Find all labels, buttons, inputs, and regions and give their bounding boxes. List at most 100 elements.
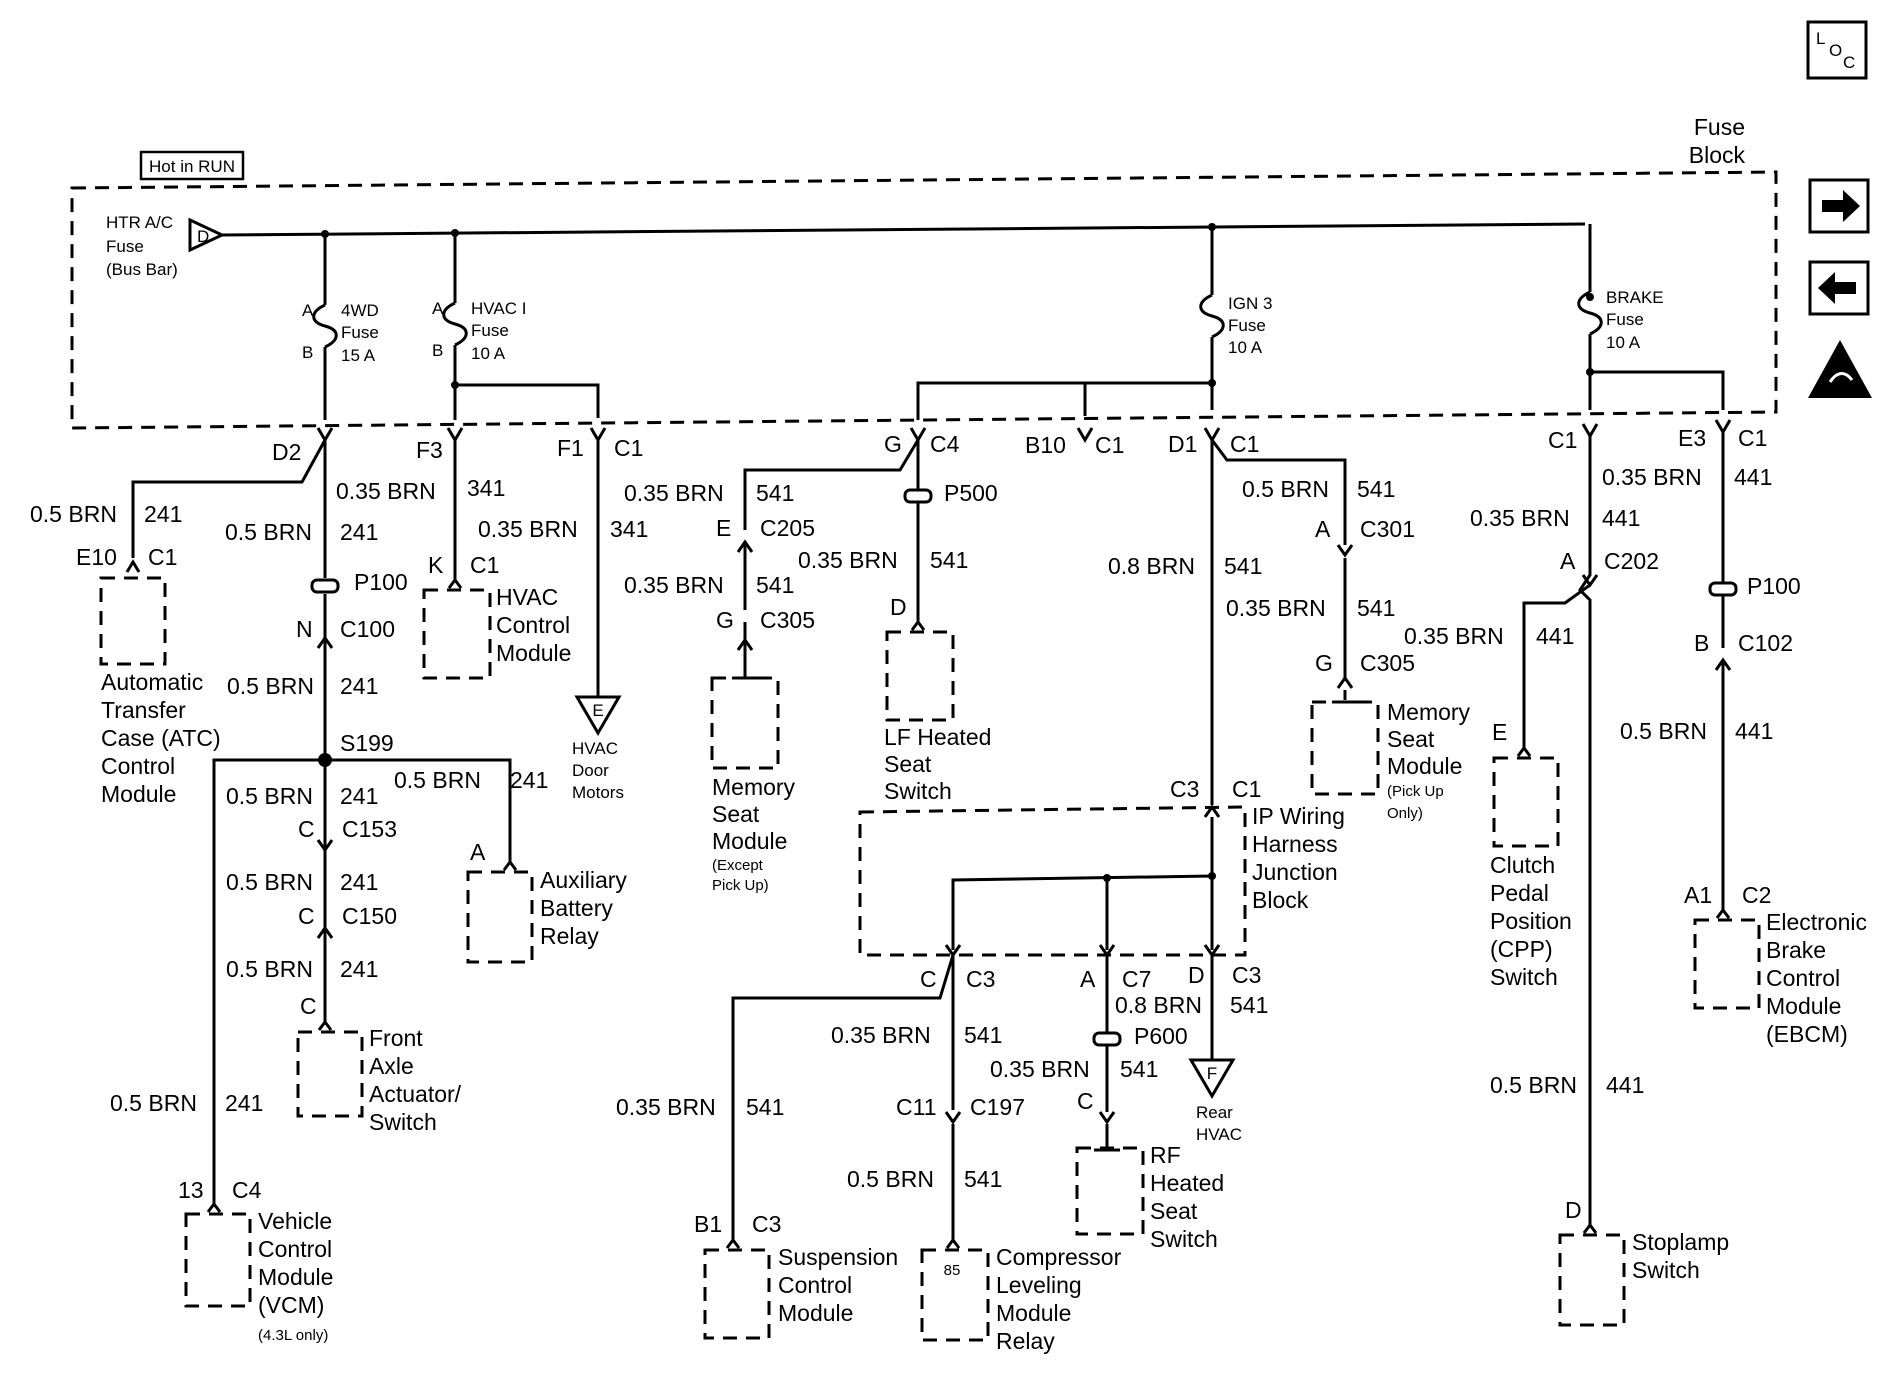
- wire-atc-circuit: 241: [144, 501, 182, 527]
- wire-541-susp: [731, 954, 955, 1240]
- svg-text:Relay: Relay: [540, 923, 599, 949]
- node-4wd: [321, 230, 329, 238]
- c301-symbol: [1336, 544, 1354, 558]
- svg-text:O: O: [1829, 41, 1842, 60]
- prev-arrow-icon[interactable]: [1808, 260, 1870, 316]
- wire-atc-gauge: 0.5 BRN: [30, 501, 117, 527]
- vcm-pin-symbol: [206, 1201, 222, 1213]
- c102-label: C102: [1738, 630, 1793, 656]
- atc-pin-symbol: [125, 559, 141, 573]
- wire-441-cpp: [1522, 583, 1591, 748]
- wire-door-circuit: 341: [610, 516, 648, 542]
- wire-mem2-circuit-b: 541: [1357, 595, 1395, 621]
- splice-p100: [310, 578, 340, 594]
- svg-text:LF Heated: LF Heated: [884, 724, 991, 750]
- cpp-pin: E: [1492, 719, 1507, 745]
- svg-text:Auxiliary: Auxiliary: [540, 867, 627, 893]
- aux-pin: A: [470, 839, 486, 865]
- rear-hvac-label: Rear HVAC: [1196, 1103, 1242, 1144]
- fuse-brake-label-1: BRAKE: [1606, 288, 1664, 307]
- splice-p500: [903, 488, 933, 504]
- wire-cpp-gauge: 0.35 BRN: [1404, 623, 1504, 649]
- ipc3-pin-c: C: [920, 966, 937, 992]
- c205-symbol: [736, 539, 754, 553]
- lf-seat-label: LF Heated Seat Switch: [884, 724, 991, 804]
- fuse-block-label-1: Fuse: [1694, 114, 1745, 140]
- esd-warning-icon: [1808, 340, 1872, 398]
- conn-d2: D2: [272, 439, 301, 465]
- c197-symbol: [944, 1111, 962, 1125]
- wire-341-gauge-a: 0.35 BRN: [336, 478, 436, 504]
- wire-mem2-circuit-a: 541: [1357, 476, 1395, 502]
- fuse-4wd-label-3: 15 A: [341, 346, 376, 365]
- svg-text:Switch: Switch: [369, 1109, 437, 1135]
- wire-axle-gauge-a: 0.5 BRN: [226, 783, 313, 809]
- fuse-4wd-label-1: 4WD: [341, 301, 379, 320]
- svg-text:Switch: Switch: [1632, 1257, 1700, 1283]
- ipc3-conn-c: C3: [966, 966, 995, 992]
- vcm-label: Vehicle Control Module (VCM) (4.3L only): [258, 1208, 333, 1344]
- svg-text:L: L: [1816, 29, 1825, 48]
- svg-text:Block: Block: [1252, 887, 1309, 913]
- next-arrow-icon[interactable]: [1808, 178, 1870, 234]
- ebcm-label: Electronic Brake Control Module (EBCM): [1766, 909, 1867, 1047]
- fuse-brake-symbol: [1577, 290, 1603, 336]
- wire-susp-circuit: 541: [746, 1094, 784, 1120]
- c305-pin: G: [716, 607, 734, 633]
- svg-text:Pick Up): Pick Up): [712, 877, 769, 894]
- wire-rf-gauge-b: 0.35 BRN: [990, 1056, 1090, 1082]
- wire-241-gauge-b: 0.5 BRN: [227, 673, 314, 699]
- ip-conn-c1: C1: [1232, 776, 1261, 802]
- svg-text:Battery: Battery: [540, 895, 613, 921]
- hvac-mod-conn: C1: [470, 552, 499, 578]
- ipc7-conn: C7: [1122, 966, 1151, 992]
- conn-e3: E3: [1678, 425, 1706, 451]
- splice-p600-label: P600: [1134, 1023, 1188, 1049]
- ip-bus: [951, 817, 1214, 950]
- svg-text:Harness: Harness: [1252, 831, 1338, 857]
- wire-axle-circuit-b: 241: [340, 869, 378, 895]
- svg-text:IP Wiring: IP Wiring: [1252, 803, 1345, 829]
- ip-conn-c3: C3: [1170, 776, 1199, 802]
- wire-441-gauge-a: 0.35 BRN: [1470, 505, 1570, 531]
- conn-c4: C4: [930, 431, 960, 457]
- svg-text:(VCM): (VCM): [258, 1292, 324, 1318]
- comp-pin: 85: [944, 1262, 961, 1279]
- svg-text:RF: RF: [1150, 1142, 1181, 1168]
- cpp-pin-symbol: [1516, 745, 1532, 757]
- mem-seat2-box: [1310, 700, 1380, 796]
- fuse-block-outline: [70, 170, 1778, 430]
- svg-text:Control: Control: [778, 1272, 852, 1298]
- mem-seat-box: [710, 676, 780, 770]
- wire-241-vcm: [212, 758, 325, 1205]
- fuse-brake-label-3: 10 A: [1606, 333, 1641, 352]
- conn-d1: D1: [1168, 431, 1197, 457]
- fuse-ign-label-1: IGN 3: [1228, 294, 1272, 313]
- splice-p500-label: P500: [944, 480, 998, 506]
- svg-text:Switch: Switch: [1490, 964, 1558, 990]
- hvac-door-ground-label: E: [592, 701, 603, 720]
- wire-axle-gauge-c: 0.5 BRN: [226, 956, 313, 982]
- fuse-4wd-label-2: Fuse: [341, 323, 379, 342]
- wire-ebcm-circuit-b: 441: [1735, 718, 1773, 744]
- wire-mem-gauge-a: 0.35 BRN: [624, 480, 724, 506]
- wire-axle-gauge-b: 0.5 BRN: [226, 869, 313, 895]
- vcm-pin: 13: [178, 1177, 204, 1203]
- wire-mem-circuit-a: 541: [756, 480, 794, 506]
- locator-icon[interactable]: L O C: [1806, 20, 1868, 80]
- wire-comp-circuit-b: 541: [964, 1166, 1002, 1192]
- svg-text:Clutch: Clutch: [1490, 852, 1555, 878]
- svg-text:Leveling: Leveling: [996, 1272, 1082, 1298]
- susp-label: Suspension Control Module: [778, 1244, 898, 1326]
- svg-text:Compressor: Compressor: [996, 1244, 1122, 1270]
- wire-axle-circuit-c: 241: [340, 956, 378, 982]
- wire-541-g: [743, 439, 920, 678]
- wire-cpp-circuit: 441: [1536, 623, 1574, 649]
- wire-241-gauge-a: 0.5 BRN: [225, 519, 312, 545]
- svg-text:(4.3L only): (4.3L only): [258, 1327, 328, 1344]
- splice-p600: [1092, 1031, 1122, 1047]
- c153-symbol: [316, 839, 334, 853]
- stoplamp-pin-symbol: [1582, 1222, 1598, 1234]
- svg-text:C: C: [1843, 53, 1855, 72]
